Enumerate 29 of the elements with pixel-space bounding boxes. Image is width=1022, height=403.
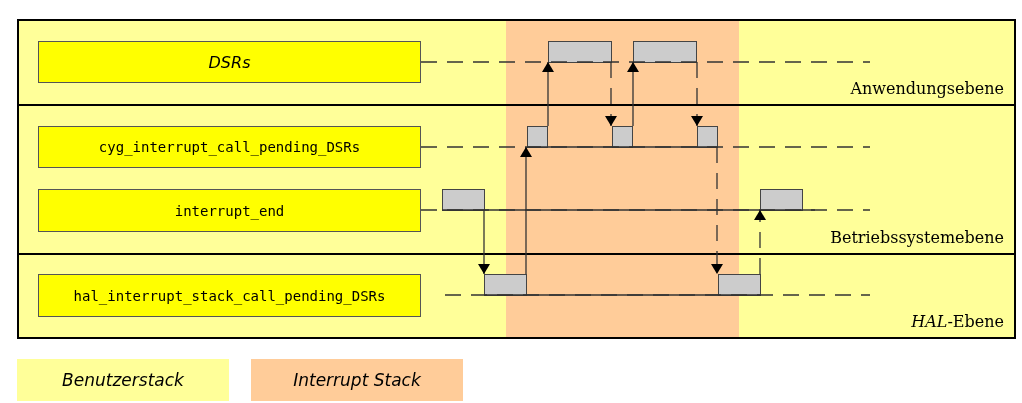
execution-bar [484,274,527,296]
execution-bar [633,41,697,63]
execution-bar [548,41,612,63]
routine-box: interrupt_end [38,189,421,232]
execution-bar [442,189,485,211]
execution-bar [527,126,548,148]
routine-box: DSRs [38,41,421,83]
arrow [520,146,532,275]
arrow [754,209,766,275]
legend-text: Interrupt Stack [293,370,421,390]
arrow [605,61,617,127]
layer-band [17,104,1016,255]
arrow [478,209,490,275]
execution-bar [697,126,718,148]
arrow [542,61,554,127]
layer-label: Anwendungsebene [850,79,1004,98]
layer-band [17,253,1016,339]
arrow [711,146,723,275]
execution-bar [760,189,803,211]
legend-text: Benutzerstack [62,370,184,390]
execution-bar [718,274,761,296]
layer-band [17,19,1016,106]
execution-bar [612,126,633,148]
routine-box: hal_interrupt_stack_call_pending_DSRs [38,274,421,317]
routine-box: cyg_interrupt_call_pending_DSRs [38,126,421,168]
arrow [627,61,639,127]
arrow [691,61,703,127]
layer-label: Betriebssystemebene [830,228,1004,247]
layer-label: HAL-Ebene [911,312,1004,331]
